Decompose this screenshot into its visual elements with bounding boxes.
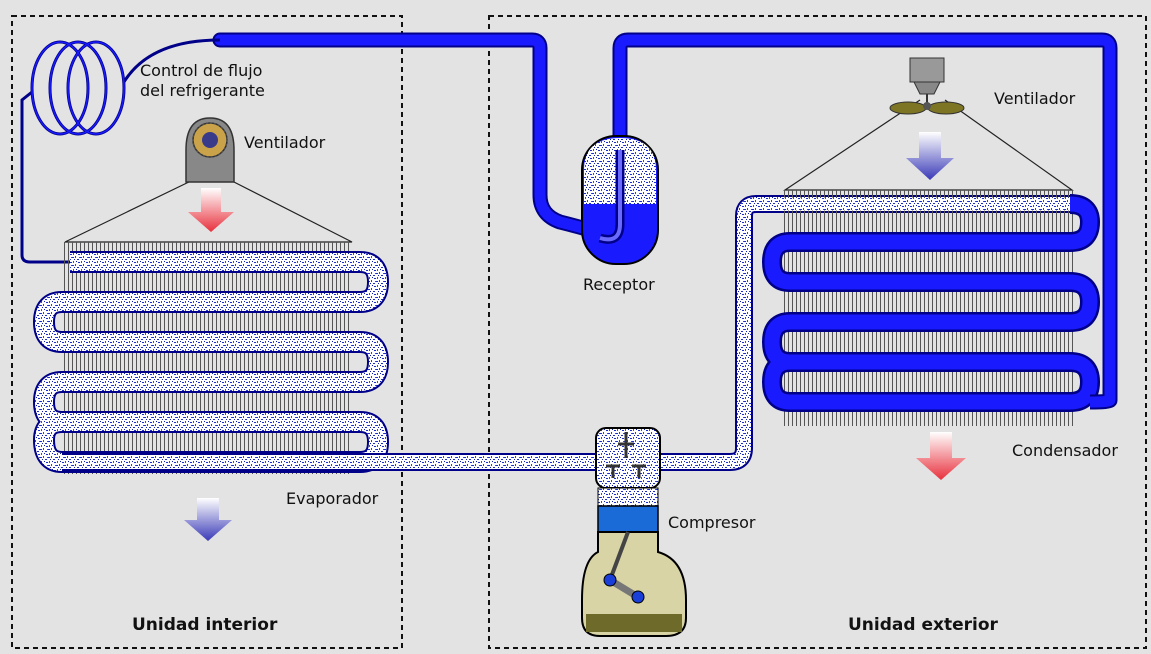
compressor [581,427,687,637]
warm-air-arrow-indoor [188,188,234,232]
evaporator [33,179,389,474]
outdoor-unit-title: Unidad exterior [848,615,999,635]
fan-outdoor-icon [889,57,965,115]
outdoor-unit-boundary [488,15,1147,649]
condenser [756,99,1118,426]
condenser-label: Condensador [1012,441,1118,460]
fan-indoor-icon [185,117,235,183]
warm-air-arrow-outdoor [916,432,966,480]
receiver [581,135,659,265]
receiver-label: Receptor [583,275,655,294]
flow-control-label-line1: Control de flujo [140,61,262,80]
fan-outdoor-label: Ventilador [994,89,1076,108]
indoor-unit-title: Unidad interior [132,615,278,635]
fan-indoor-label: Ventilador [244,133,326,152]
indoor-unit-boundary [11,15,403,649]
compressor-label: Compresor [668,513,756,532]
cool-air-arrow-outdoor [906,132,954,180]
discharge-line [650,195,1070,471]
cool-air-arrow-indoor [184,498,232,541]
evaporator-label: Evaporador [286,489,379,508]
flow-control-label-line2: del refrigerante [140,81,265,100]
